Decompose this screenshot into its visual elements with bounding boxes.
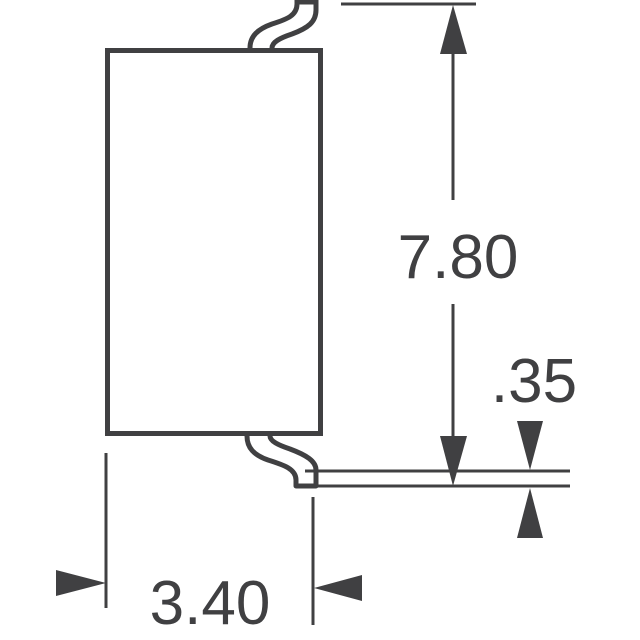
lead-thickness-label: .35 <box>491 347 577 416</box>
arrow-down-icon <box>517 421 543 470</box>
package-body <box>105 48 323 436</box>
arrow-up-icon <box>440 5 467 54</box>
width-dimension: 3.40 <box>56 453 362 638</box>
width-label: 3.40 <box>150 569 271 638</box>
arrow-right-icon <box>56 570 106 596</box>
bottom-lead <box>244 435 319 489</box>
top-lead <box>247 0 319 49</box>
arrow-up-icon <box>517 488 543 538</box>
arrow-left-icon <box>314 575 362 601</box>
lead-thickness-dimension: .35 <box>491 347 577 538</box>
length-dimension: 7.80 <box>341 2 519 486</box>
arrow-down-icon <box>440 436 467 486</box>
length-label: 7.80 <box>398 223 519 292</box>
